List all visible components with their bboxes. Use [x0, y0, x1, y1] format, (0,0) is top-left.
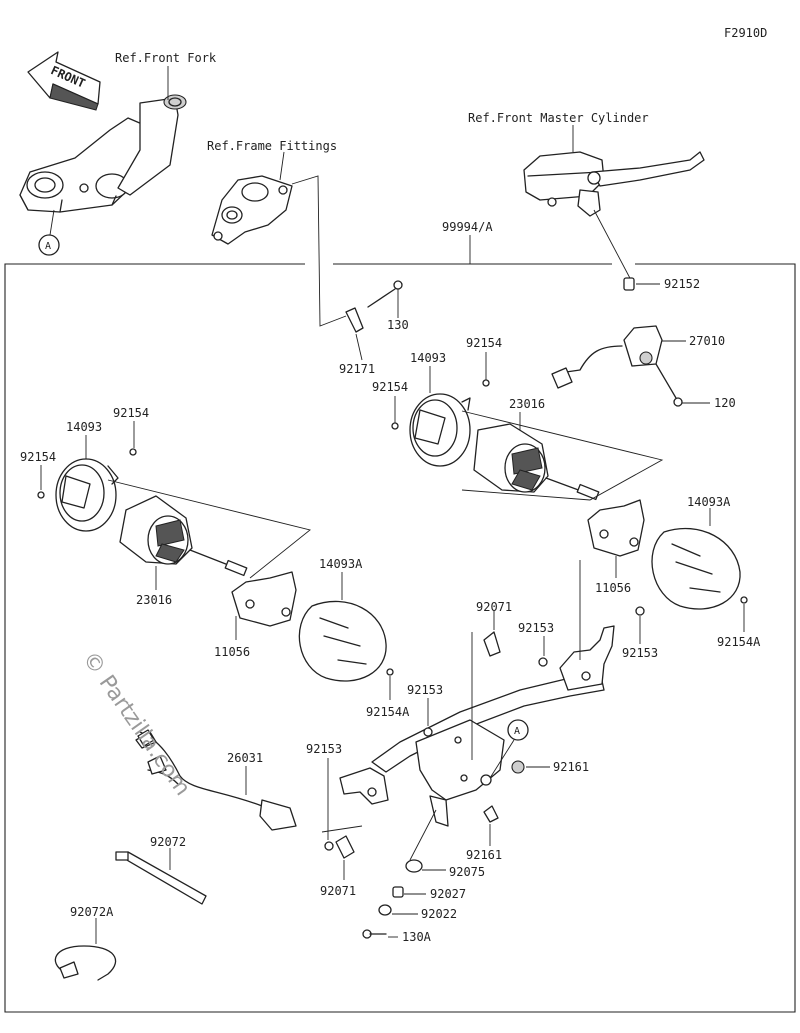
screw-92154-l1	[129, 448, 137, 456]
clip-92171	[345, 307, 364, 333]
label-92161-a: 92161	[553, 760, 589, 774]
spacer-92152	[623, 277, 635, 291]
label-92154-r2: 92154	[372, 380, 408, 394]
cable-tie-92072	[115, 851, 207, 905]
bolt-92153-b	[635, 606, 645, 616]
screw-92154a-l	[386, 668, 394, 676]
label-92154a-l: 92154A	[366, 705, 410, 719]
label-92153-a: 92153	[518, 621, 554, 635]
screw-92154-r1	[482, 379, 490, 387]
label-92154a-r: 92154A	[717, 635, 761, 649]
grommet-92071-bottom	[335, 835, 355, 859]
label-92153-b: 92153	[622, 646, 658, 660]
callout-a-bottom-label: A	[514, 726, 520, 737]
label-92075: 92075	[449, 865, 485, 879]
cap-92161-a	[511, 760, 525, 774]
screw-92154-r2	[391, 422, 399, 430]
label-99994a: 99994/A	[442, 220, 493, 234]
lens-14093a-left	[298, 600, 387, 682]
label-23016-r: 23016	[509, 397, 545, 411]
callout-a-bottom	[507, 719, 529, 741]
bulb-23016-left	[119, 495, 248, 577]
label-92152: 92152	[664, 277, 700, 291]
bolt-92153-a	[538, 657, 548, 667]
label-92027: 92027	[430, 887, 466, 901]
label-92154-l2: 92154	[20, 450, 56, 464]
bulb-23016-right	[473, 423, 600, 501]
label-92153-c: 92153	[407, 683, 443, 697]
bolt-130	[367, 280, 403, 308]
front-master-cylinder	[523, 151, 705, 217]
label-92154-l1: 92154	[113, 406, 149, 420]
lens-14093a-right	[651, 527, 741, 610]
label-130: 130	[387, 318, 409, 332]
kit-boundary	[4, 263, 796, 1013]
grommet-92075	[405, 859, 423, 873]
watermark: © Partzilla.com	[77, 647, 195, 800]
callout-a-top	[38, 234, 60, 256]
housing-14093-left	[55, 458, 119, 532]
housing-14093-right	[409, 393, 471, 467]
label-26031: 26031	[227, 751, 263, 765]
label-11056-l: 11056	[214, 645, 250, 659]
label-92154-r1: 92154	[466, 336, 502, 350]
diagram-code: F2910D	[724, 26, 767, 40]
grommet-92071-top	[483, 631, 501, 657]
label-130a: 130A	[402, 930, 432, 944]
label-27010: 27010	[689, 334, 725, 348]
label-120: 120	[714, 396, 736, 410]
ref-front-fork: Ref.Front Fork	[115, 51, 217, 65]
front-fork-assembly	[19, 94, 187, 213]
label-14093-r: 14093	[410, 351, 446, 365]
label-92022: 92022	[421, 907, 457, 921]
bolt-130a	[362, 929, 387, 939]
label-92072: 92072	[150, 835, 186, 849]
harness-26031	[135, 729, 297, 831]
label-92153-d: 92153	[306, 742, 342, 756]
label-92071-bottom: 92071	[320, 884, 356, 898]
label-92072a: 92072A	[70, 905, 114, 919]
switch-27010	[551, 325, 663, 389]
ref-frame-fittings: Ref.Frame Fittings	[207, 139, 337, 153]
label-23016-l: 23016	[136, 593, 172, 607]
screw-92154a-r	[740, 596, 748, 604]
label-92171: 92171	[339, 362, 375, 376]
bracket-11056-left	[231, 571, 297, 627]
label-14093a-l: 14093A	[319, 557, 363, 571]
ref-front-master-cylinder: Ref.Front Master Cylinder	[468, 111, 649, 125]
mount-bar	[339, 625, 615, 827]
callout-a-top-label: A	[45, 241, 51, 252]
washer-92022	[378, 904, 392, 916]
frame-fittings-bracket	[211, 175, 293, 245]
label-92161-b: 92161	[466, 848, 502, 862]
screw-92154-l2	[37, 491, 45, 499]
clamp-92072a	[54, 945, 117, 981]
cap-92161-b	[483, 805, 499, 823]
label-11056-r: 11056	[595, 581, 631, 595]
label-92071-top: 92071	[476, 600, 512, 614]
label-14093-l: 14093	[66, 420, 102, 434]
bolt-92153-d	[324, 841, 334, 851]
collar-92027	[392, 886, 404, 898]
label-14093a-r: 14093A	[687, 495, 731, 509]
bolt-92153-c	[423, 727, 433, 737]
front-arrow: FRONT	[27, 51, 101, 111]
bracket-11056-right	[587, 499, 645, 557]
